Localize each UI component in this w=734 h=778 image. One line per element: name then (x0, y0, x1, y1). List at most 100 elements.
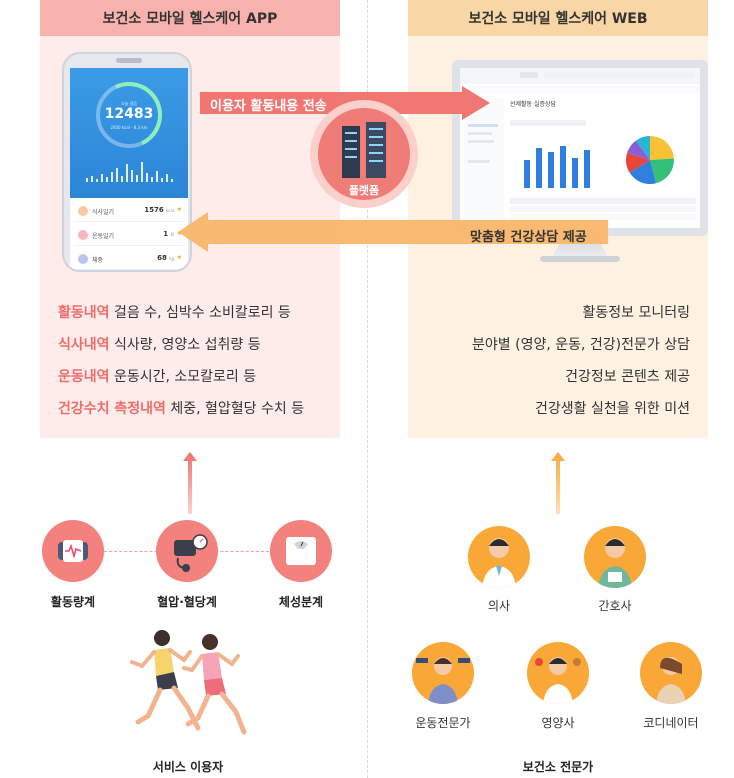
phone-row-exercise[interactable]: 운동일기 1 회 ★ (74, 224, 184, 246)
expert-nutritionist (527, 642, 589, 704)
web-pie-slice (650, 158, 674, 184)
expert-nurse (584, 526, 646, 588)
expert-label: 코디네이터 (643, 716, 699, 730)
exercise-icon (78, 230, 88, 240)
activity-bar (161, 178, 163, 182)
star-icon: ★ (176, 230, 182, 237)
activity-bar (86, 178, 88, 182)
expert-coordinator (640, 642, 702, 704)
nurse-icon (598, 538, 632, 588)
runners-illustration (130, 630, 247, 735)
step-ring (96, 82, 162, 148)
expert-label: 운동전문가 (415, 716, 471, 730)
activity-bar (146, 173, 148, 182)
activity-bar (106, 177, 108, 182)
expert-fitness (412, 642, 474, 704)
feature-health-metrics: 건강수치 측정내역 체중, 혈압혈당 수치 등 (58, 401, 305, 417)
activity-bar (121, 176, 123, 182)
monitor-screen: 선제활동 실증상담 (460, 68, 700, 228)
weight-icon (78, 254, 88, 264)
activity-bar (151, 177, 153, 182)
row-label: 식사일기 (92, 209, 115, 216)
feature-health-content: 건강정보 콘텐츠 제공 (565, 369, 690, 385)
feature-monitoring: 활동정보 모니터링 (582, 305, 691, 321)
up-arrow-right (551, 452, 565, 514)
feature-exercise: 운동내역 운동시간, 소모칼로리 등 (58, 369, 257, 385)
web-bar (572, 158, 578, 188)
device-label: 혈압·혈당계 (157, 595, 217, 609)
web-page-title: 선제활동 실증상담 (510, 100, 557, 108)
meal-icon (78, 206, 88, 216)
activity-bars (78, 160, 180, 182)
star-icon: ★ (176, 254, 182, 261)
phone-row-meal[interactable]: 식사일기 1576 kcal ★ (74, 200, 184, 222)
activity-bar (156, 171, 158, 182)
phone-row-weight[interactable]: 체중 68 kg ★ (74, 248, 184, 270)
web-pie-chart (626, 136, 674, 184)
send-arrow-label: 이용자 활동내용 전송 (210, 99, 327, 114)
scale-icon (286, 537, 316, 565)
phone-speaker (116, 58, 142, 63)
phone-mockup: 오늘 걸음 12483 2000 kcal · 8.3 km 식사일기 1576… (62, 52, 192, 272)
web-bar (524, 160, 530, 188)
activity-bar (141, 162, 143, 182)
expert-caption: 보건소 전문가 (522, 760, 594, 774)
step-count: 12483 (104, 106, 154, 122)
row-value: 1 회 (163, 230, 174, 238)
platform-circle (318, 108, 410, 200)
expert-label: 영양사 (541, 716, 575, 730)
smartwatch-icon (58, 540, 88, 562)
service-user-caption: 서비스 이용자 (152, 760, 224, 774)
activity-bar (126, 164, 128, 182)
web-pie-slice (635, 136, 650, 160)
device-activity-tracker (42, 520, 104, 582)
row-value: 68 kg (157, 254, 174, 262)
web-bar (536, 148, 542, 188)
feature-activity: 활동내역 걸음 수, 심박수 소비칼로리 등 (58, 305, 291, 321)
fitness-expert-icon (416, 657, 470, 704)
coordinator-icon (656, 657, 686, 704)
device-label: 활동량계 (50, 595, 96, 609)
blood-pressure-icon (174, 534, 208, 572)
platform-label: 플랫폼 (348, 184, 380, 197)
activity-bar (111, 172, 113, 182)
row-label: 운동일기 (92, 233, 115, 240)
activity-bar (91, 176, 93, 182)
row-value: 1576 kcal (144, 206, 174, 214)
activity-bar (101, 174, 103, 182)
activity-bar (116, 168, 118, 182)
web-dashboard: 선제활동 실증상담 (460, 68, 700, 224)
device-label: 체성분계 (278, 595, 324, 609)
web-bar (548, 152, 554, 188)
device-body-composition (270, 520, 332, 582)
feature-expert-consult: 분야별 (영양, 운동, 건강)전문가 상담 (472, 337, 690, 353)
app-panel-title: 보건소 모바일 헬스케어 APP (40, 0, 340, 36)
star-icon: ★ (176, 206, 182, 213)
web-bar-chart (524, 146, 590, 188)
phone-screen: 오늘 걸음 12483 2000 kcal · 8.3 km 식사일기 1576… (70, 68, 188, 270)
doctor-icon (482, 538, 516, 588)
activity-bar (166, 174, 168, 182)
web-pie-slice (650, 136, 674, 160)
receive-arrow (178, 212, 608, 252)
web-bar (584, 150, 590, 188)
web-panel-title: 보건소 모바일 헬스케어 WEB (408, 0, 708, 36)
activity-bar (171, 179, 173, 182)
receive-arrow-label: 맞춤형 건강상담 제공 (470, 230, 587, 245)
web-bar (560, 146, 566, 188)
web-pie-slice (629, 160, 656, 184)
step-ring-label: 오늘 걸음 (121, 101, 137, 106)
monitor-mockup: 선제활동 실증상담 (452, 60, 708, 236)
web-pie-slice (627, 140, 650, 160)
phone-step-summary: 오늘 걸음 12483 2000 kcal · 8.3 km (70, 68, 188, 198)
step-ring-sub: 2000 kcal · 8.3 km (110, 125, 148, 130)
nutritionist-icon (535, 657, 581, 704)
expert-label: 의사 (487, 599, 511, 613)
expert-label: 간호사 (598, 599, 632, 613)
monitor-stand-base (540, 256, 620, 262)
device-blood-pressure (156, 520, 218, 582)
activity-bar (131, 170, 133, 182)
feature-mission: 건강생활 실천을 위한 미션 (534, 401, 690, 417)
feature-meal: 식사내역 식사량, 영양소 섭취량 등 (58, 337, 261, 353)
up-arrow-left (183, 452, 197, 514)
